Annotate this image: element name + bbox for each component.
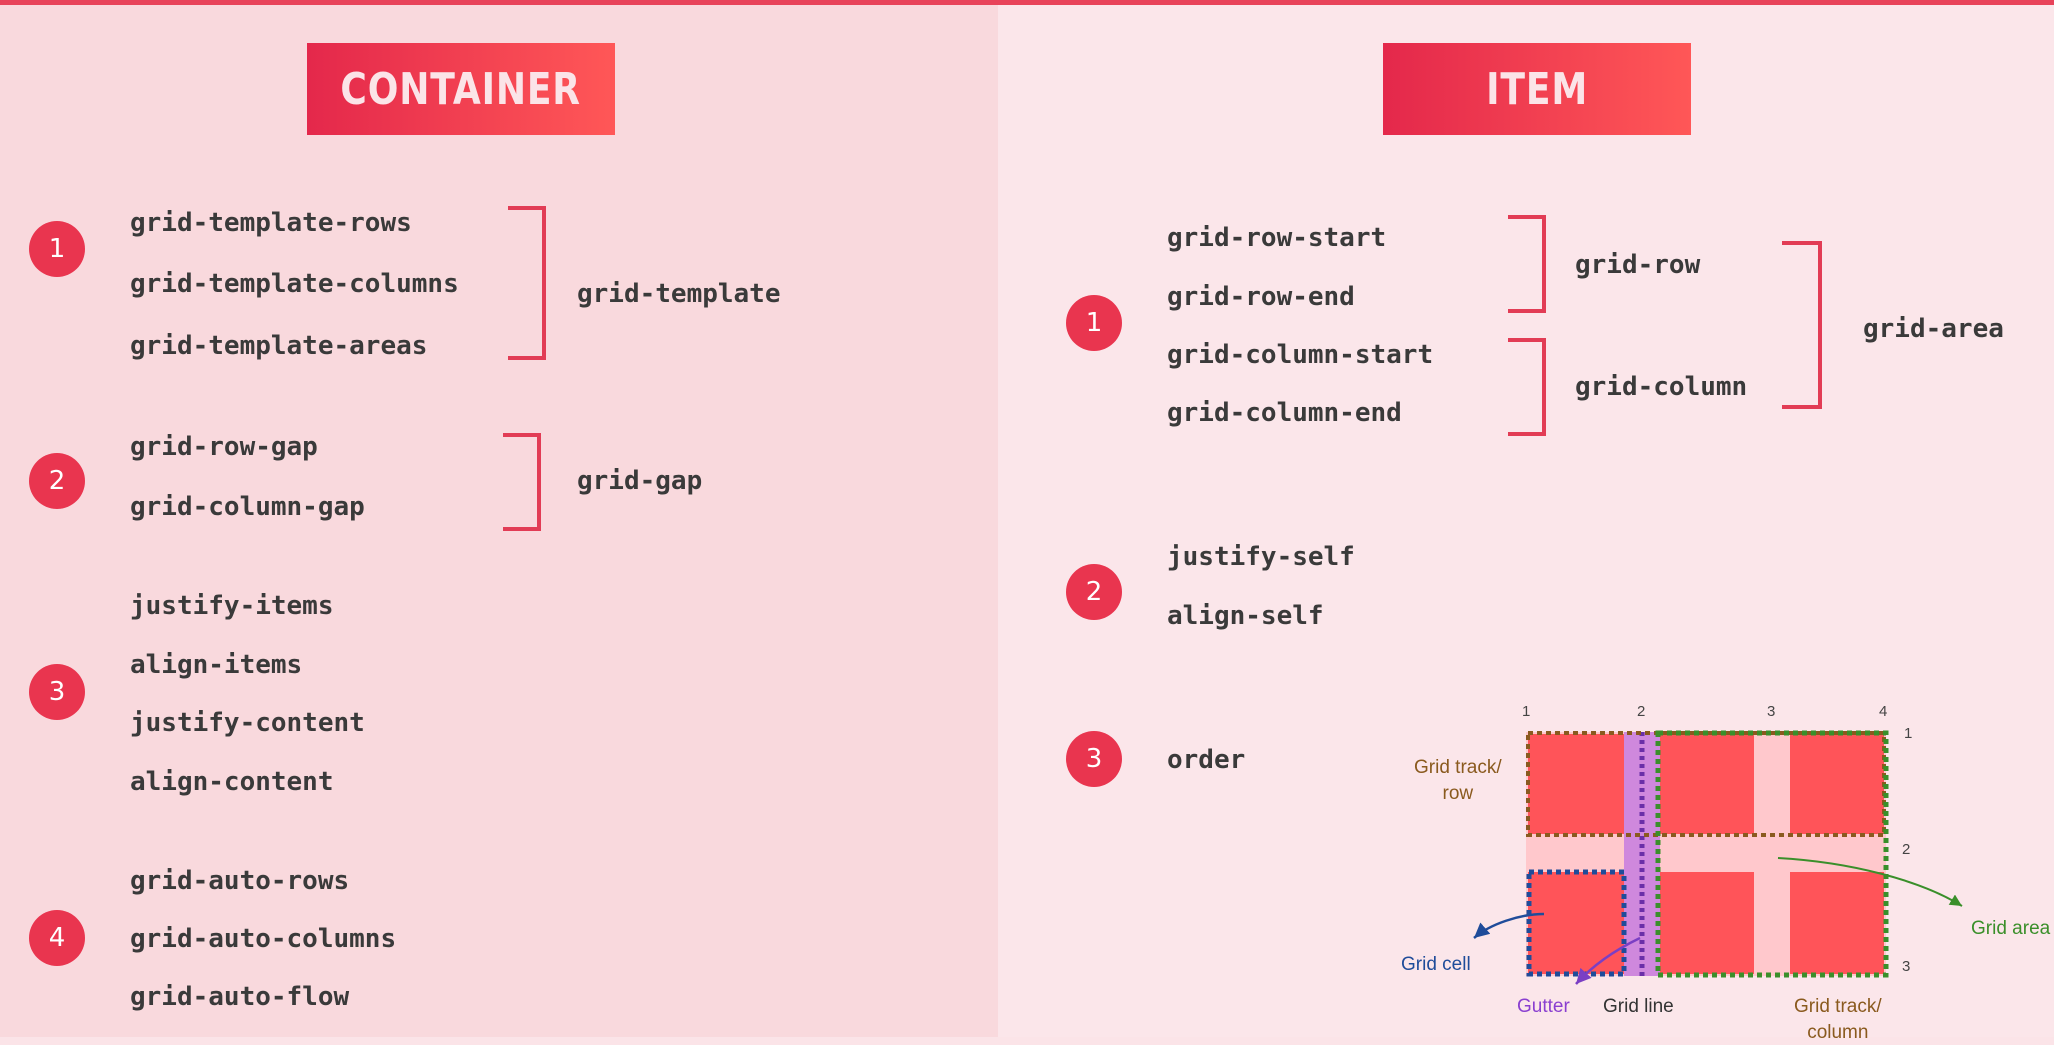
container-prop-align-content: align-content bbox=[130, 767, 334, 797]
container-prop-grid-template-columns: grid-template-columns bbox=[130, 269, 459, 299]
item-prop-grid-row-end: grid-row-end bbox=[1167, 282, 1355, 312]
container-group-4-number: 4 bbox=[29, 910, 85, 966]
label-grid-track-row-line2: row bbox=[1442, 782, 1474, 804]
label-grid-cell: Grid cell bbox=[1401, 954, 1471, 975]
item-prop-align-self: align-self bbox=[1167, 601, 1324, 631]
item-title-text: ITEM bbox=[1486, 63, 1588, 115]
item-group-2-number: 2 bbox=[1066, 564, 1122, 620]
container-prop-justify-content: justify-content bbox=[130, 708, 365, 738]
column-line-4: 4 bbox=[1879, 703, 1888, 720]
column-line-2: 2 bbox=[1637, 703, 1646, 720]
container-prop-align-items: align-items bbox=[130, 650, 303, 680]
row-line-2: 2 bbox=[1902, 841, 1911, 858]
container-title-text: CONTAINER bbox=[340, 63, 582, 115]
container-title: CONTAINER bbox=[307, 43, 615, 135]
item-column-bracket bbox=[1508, 338, 1546, 436]
item-group-1-number: 1 bbox=[1066, 295, 1122, 351]
item-prop-grid-row-start: grid-row-start bbox=[1167, 223, 1387, 253]
row-line-3: 3 bbox=[1902, 958, 1911, 975]
container-prop-grid-column-gap: grid-column-gap bbox=[130, 492, 365, 522]
label-grid-area: Grid area bbox=[1971, 918, 2051, 939]
label-grid-track-column-line1: Grid track/ bbox=[1794, 996, 1882, 1017]
label-grid-track-row: Grid track/ row bbox=[1414, 755, 1502, 806]
container-prop-grid-row-gap: grid-row-gap bbox=[130, 432, 318, 462]
container-group-2-bracket bbox=[503, 433, 541, 531]
item-group-3-number: 3 bbox=[1066, 731, 1122, 787]
label-grid-track-column-line2: column bbox=[1807, 1021, 1869, 1043]
item-shorthand-grid-area: grid-area bbox=[1863, 314, 2004, 344]
item-area-bracket bbox=[1782, 241, 1822, 409]
label-grid-track-column: Grid track/ column bbox=[1794, 994, 1882, 1045]
container-prop-grid-template-rows: grid-template-rows bbox=[130, 208, 412, 238]
item-shorthand-grid-column: grid-column bbox=[1575, 372, 1748, 402]
item-prop-justify-self: justify-self bbox=[1167, 542, 1355, 572]
item-prop-grid-column-end: grid-column-end bbox=[1167, 398, 1402, 428]
container-shorthand-grid-template: grid-template bbox=[577, 279, 781, 309]
container-prop-justify-items: justify-items bbox=[130, 591, 334, 621]
item-prop-order: order bbox=[1167, 745, 1246, 775]
container-prop-grid-template-areas: grid-template-areas bbox=[130, 331, 428, 361]
container-prop-grid-auto-columns: grid-auto-columns bbox=[130, 924, 397, 954]
container-group-2-number: 2 bbox=[29, 453, 85, 509]
column-line-1: 1 bbox=[1522, 703, 1531, 720]
item-prop-grid-column-start: grid-column-start bbox=[1167, 340, 1434, 370]
top-accent-bar bbox=[0, 0, 2054, 5]
item-shorthand-grid-row: grid-row bbox=[1575, 250, 1701, 280]
column-line-3: 3 bbox=[1767, 703, 1776, 720]
container-prop-grid-auto-rows: grid-auto-rows bbox=[130, 866, 350, 896]
container-shorthand-grid-gap: grid-gap bbox=[577, 466, 703, 496]
label-gutter: Gutter bbox=[1517, 996, 1570, 1017]
item-title: ITEM bbox=[1383, 43, 1691, 135]
container-prop-grid-auto-flow: grid-auto-flow bbox=[130, 982, 350, 1012]
container-group-1-number: 1 bbox=[29, 221, 85, 277]
container-group-1-bracket bbox=[508, 206, 546, 360]
item-row-bracket bbox=[1508, 215, 1546, 313]
label-grid-line: Grid line bbox=[1603, 996, 1674, 1017]
container-group-3-number: 3 bbox=[29, 664, 85, 720]
label-grid-track-row-line1: Grid track/ bbox=[1414, 757, 1502, 778]
item-panel bbox=[998, 5, 2054, 1037]
container-panel bbox=[0, 5, 998, 1037]
row-line-1: 1 bbox=[1904, 725, 1913, 742]
